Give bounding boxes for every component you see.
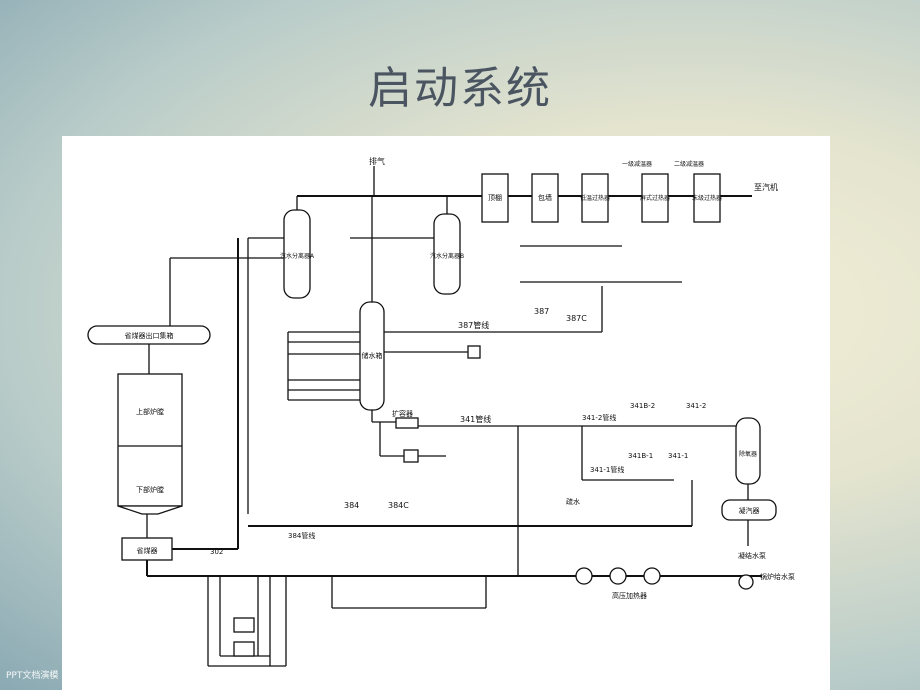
- valve-384-label: 384: [344, 501, 359, 510]
- valve-341-1-label: 341-1: [668, 452, 688, 460]
- ceiling-box: [481, 173, 509, 223]
- hp-heaters-label: 高压加热器: [612, 591, 647, 600]
- steam-out-label: 排气: [369, 156, 385, 166]
- valve-384c-label: 384C: [388, 501, 409, 510]
- wall-box: [531, 173, 559, 223]
- footer-watermark: PPT文档演模: [6, 671, 59, 681]
- desuper-2-label: 二级减温器: [674, 160, 704, 168]
- furnace: [117, 373, 183, 507]
- lower-furnace-label: 下部炉膛: [136, 485, 164, 494]
- storage-tank-valve-bank: [287, 331, 360, 401]
- final-sh-label: 末级过热器: [692, 194, 722, 202]
- slide-title: 启动系统: [368, 63, 552, 114]
- drain-label: 疏水: [566, 497, 580, 506]
- separator-b-label: 汽水分离器B: [430, 252, 464, 260]
- ltsh-label: 低温过热器: [580, 194, 610, 202]
- valve-341b-2-label: 341B-2: [630, 402, 655, 410]
- flash-tank: [395, 417, 419, 429]
- economizer-label: 省煤器: [137, 546, 158, 555]
- economizer-outlet-label: 省煤器出口集箱: [125, 331, 174, 340]
- diagram-svg: 排气 顶棚 包墙 低温过热器 屏式过热器 末级过热器 一级减温器 二级减温器 至…: [87, 156, 795, 667]
- desuper-1-label: 一级减温器: [622, 160, 652, 168]
- ltsh-box: [581, 173, 609, 223]
- valve-387c-label: 387C: [566, 314, 587, 323]
- pump-1: [233, 617, 255, 633]
- line-341-1-label: 341-1管线: [590, 465, 624, 474]
- startup-system-diagram: 排气 顶棚 包墙 低温过热器 屏式过热器 末级过热器 一级减温器 二级减温器 至…: [62, 136, 830, 690]
- separator-a-label: 汽水分离器A: [280, 252, 315, 260]
- line-384-label: 384管线: [288, 531, 315, 540]
- valve-341b-1-label: 341B-1: [628, 452, 653, 460]
- condensate-pump-label: 凝结水泵: [738, 551, 766, 560]
- final-sh-box: [693, 173, 721, 223]
- condenser-label: 凝汽器: [739, 506, 760, 515]
- line-341-label: 341管线: [460, 414, 491, 424]
- wall-label: 包墙: [538, 193, 552, 202]
- valve-387-label: 387: [534, 307, 549, 316]
- ceiling-label: 顶棚: [488, 193, 502, 202]
- vent-box: [467, 345, 481, 359]
- feed-pump-label: 锅炉给水泵: [760, 572, 795, 581]
- platen-box: [641, 173, 669, 223]
- valve-341-2-label: 341-2: [686, 402, 706, 410]
- line-341-2-label: 341-2管线: [582, 413, 616, 422]
- valve-302-label: 302: [210, 548, 223, 556]
- to-turbine-label: 至汽机: [754, 182, 778, 192]
- condenser: [721, 499, 777, 521]
- pump-2: [233, 641, 255, 657]
- line-387-pipe-label: 387管线: [458, 320, 489, 330]
- flash-tank-label: 扩容器: [392, 409, 413, 418]
- deaerator-label: 除氧器: [739, 450, 757, 458]
- storage-tank-label: 储水箱: [362, 351, 383, 360]
- upper-furnace-label: 上部炉膛: [136, 407, 164, 416]
- superheater-chain: 顶棚 包墙 低温过热器 屏式过热器 末级过热器 一级减温器 二级减温器 至汽机: [481, 160, 778, 223]
- platen-label: 屏式过热器: [640, 194, 670, 202]
